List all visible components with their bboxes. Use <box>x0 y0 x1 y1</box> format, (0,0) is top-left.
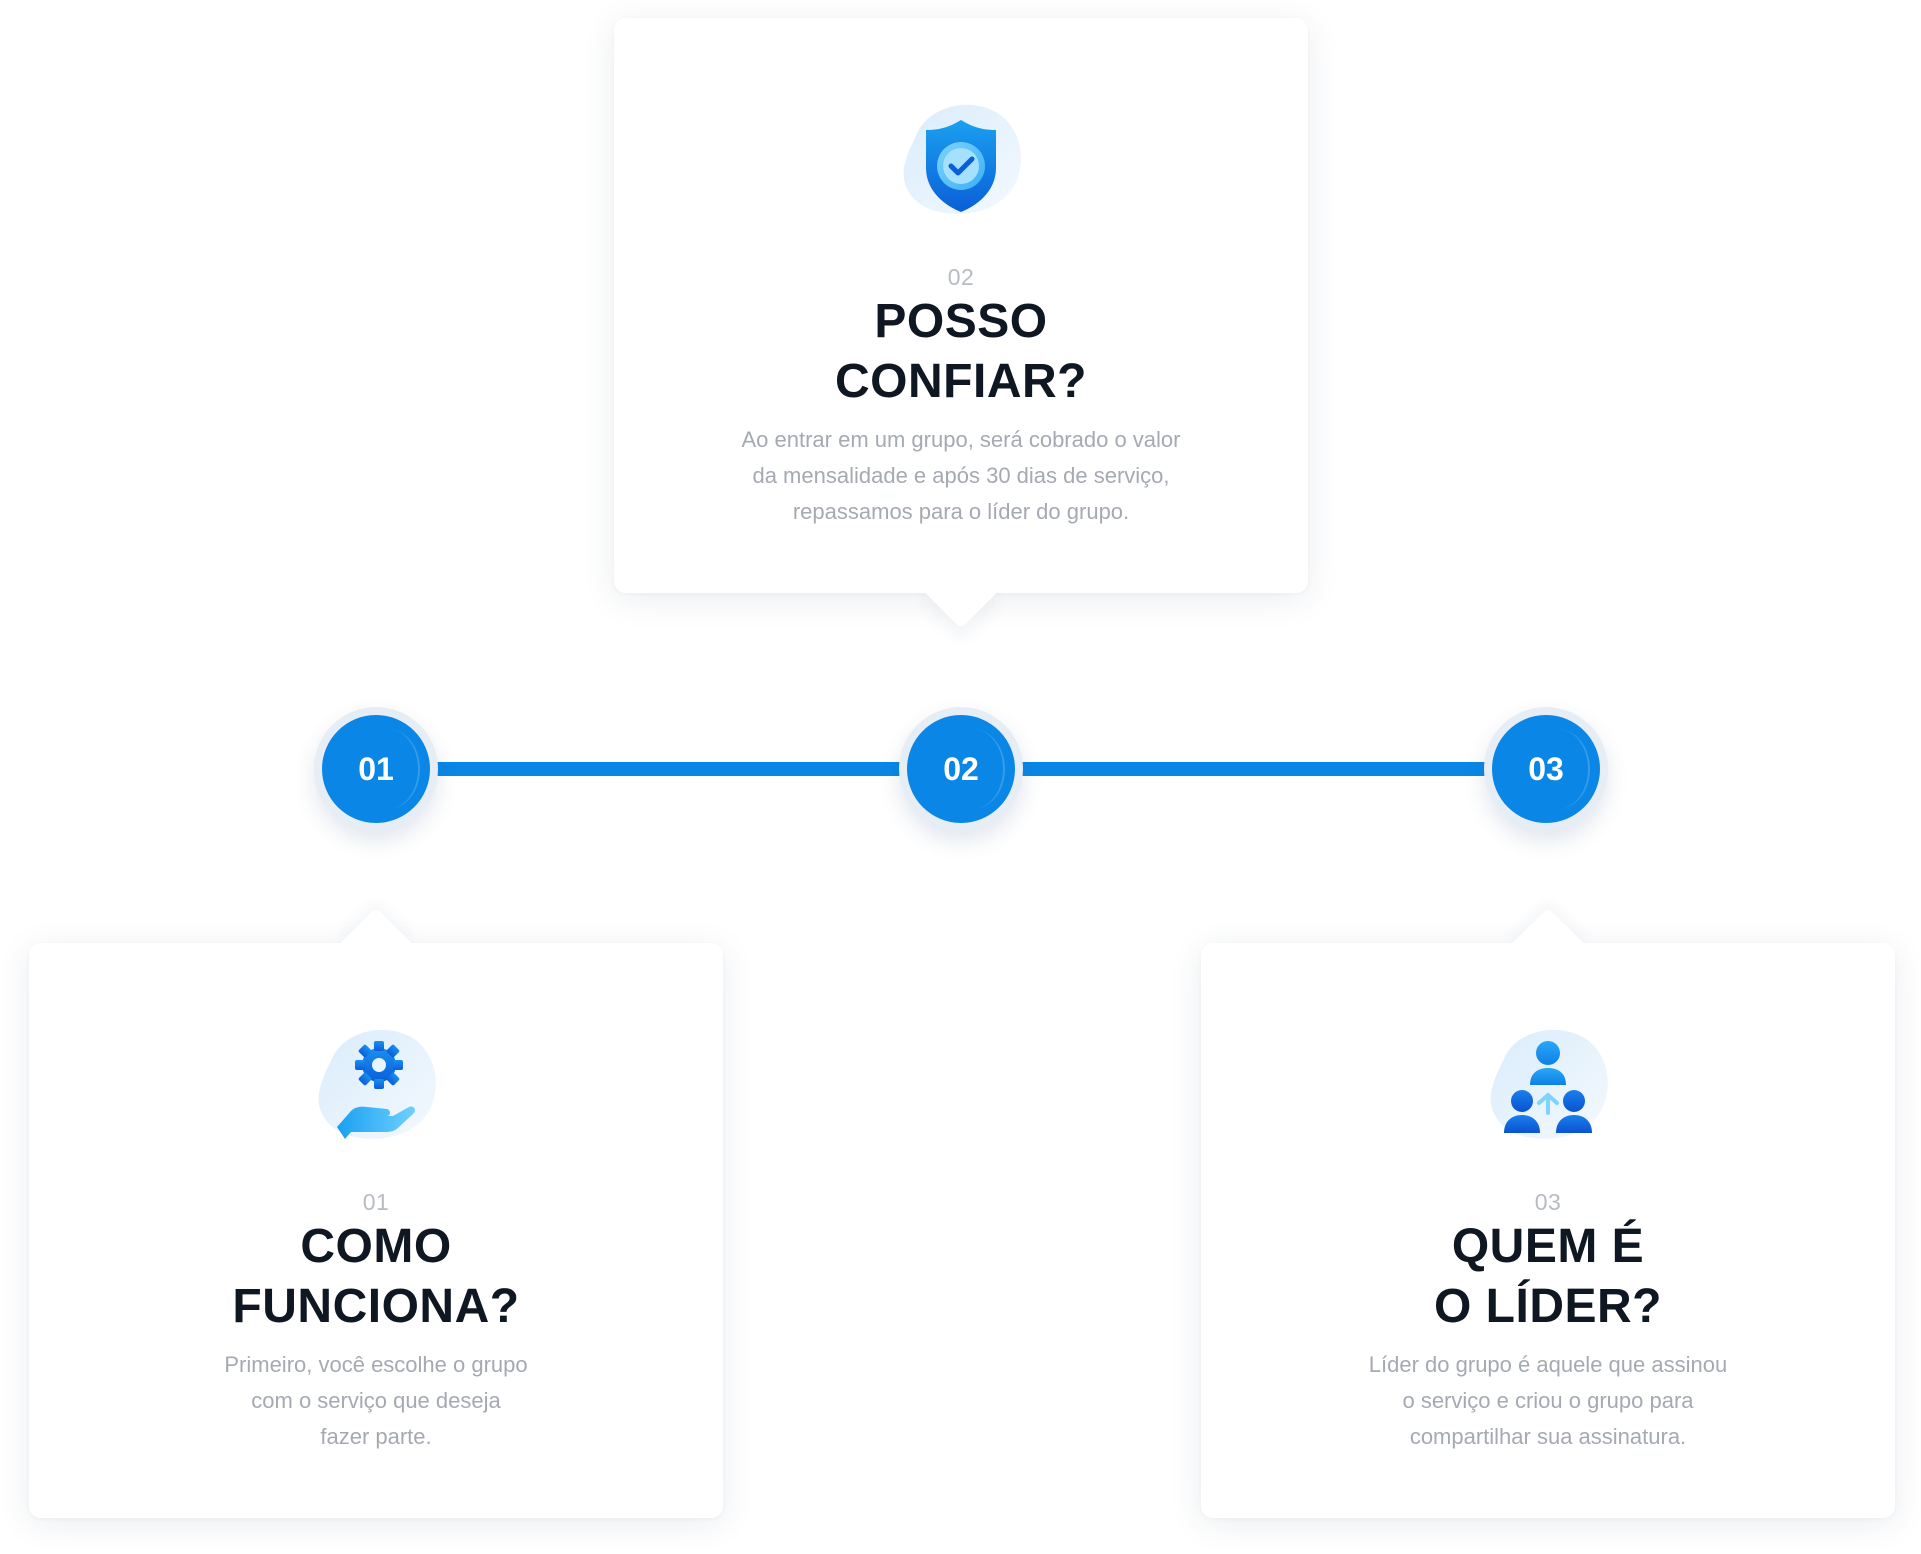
card-quem-e-o-lider: 03 QUEM É O LÍDER? Líder do grupo é aque… <box>1201 907 1895 1518</box>
card-number: 01 <box>362 1189 390 1215</box>
timeline-step-02: 02 <box>899 707 1023 831</box>
card-number: 02 <box>947 264 975 290</box>
card-title: COMO FUNCIONA? <box>232 1220 520 1333</box>
step-label: 02 <box>943 750 979 787</box>
shield-check-icon <box>896 98 1026 228</box>
step-label: 01 <box>358 750 394 787</box>
group-leader-icon <box>1483 1023 1613 1153</box>
card-como-funciona: 01 COMO FUNCIONA? Primeiro, você escolhe… <box>29 907 723 1518</box>
card-title: QUEM É O LÍDER? <box>1434 1220 1662 1333</box>
timeline-step-03: 03 <box>1484 707 1608 831</box>
card-description: Primeiro, você escolhe o grupo com o ser… <box>224 1352 528 1449</box>
card-title: POSSO CONFIAR? <box>835 295 1087 408</box>
card-number: 03 <box>1534 1189 1562 1215</box>
card-description: Líder do grupo é aquele que assinou o se… <box>1368 1352 1728 1449</box>
timeline-step-01: 01 <box>314 707 438 831</box>
gear-hand-icon <box>311 1023 441 1153</box>
card-description: Ao entrar em um grupo, será cobrado o va… <box>741 427 1181 524</box>
step-label: 03 <box>1528 750 1564 787</box>
card-posso-confiar: 02 POSSO CONFIAR? Ao entrar em um grupo,… <box>614 18 1308 629</box>
